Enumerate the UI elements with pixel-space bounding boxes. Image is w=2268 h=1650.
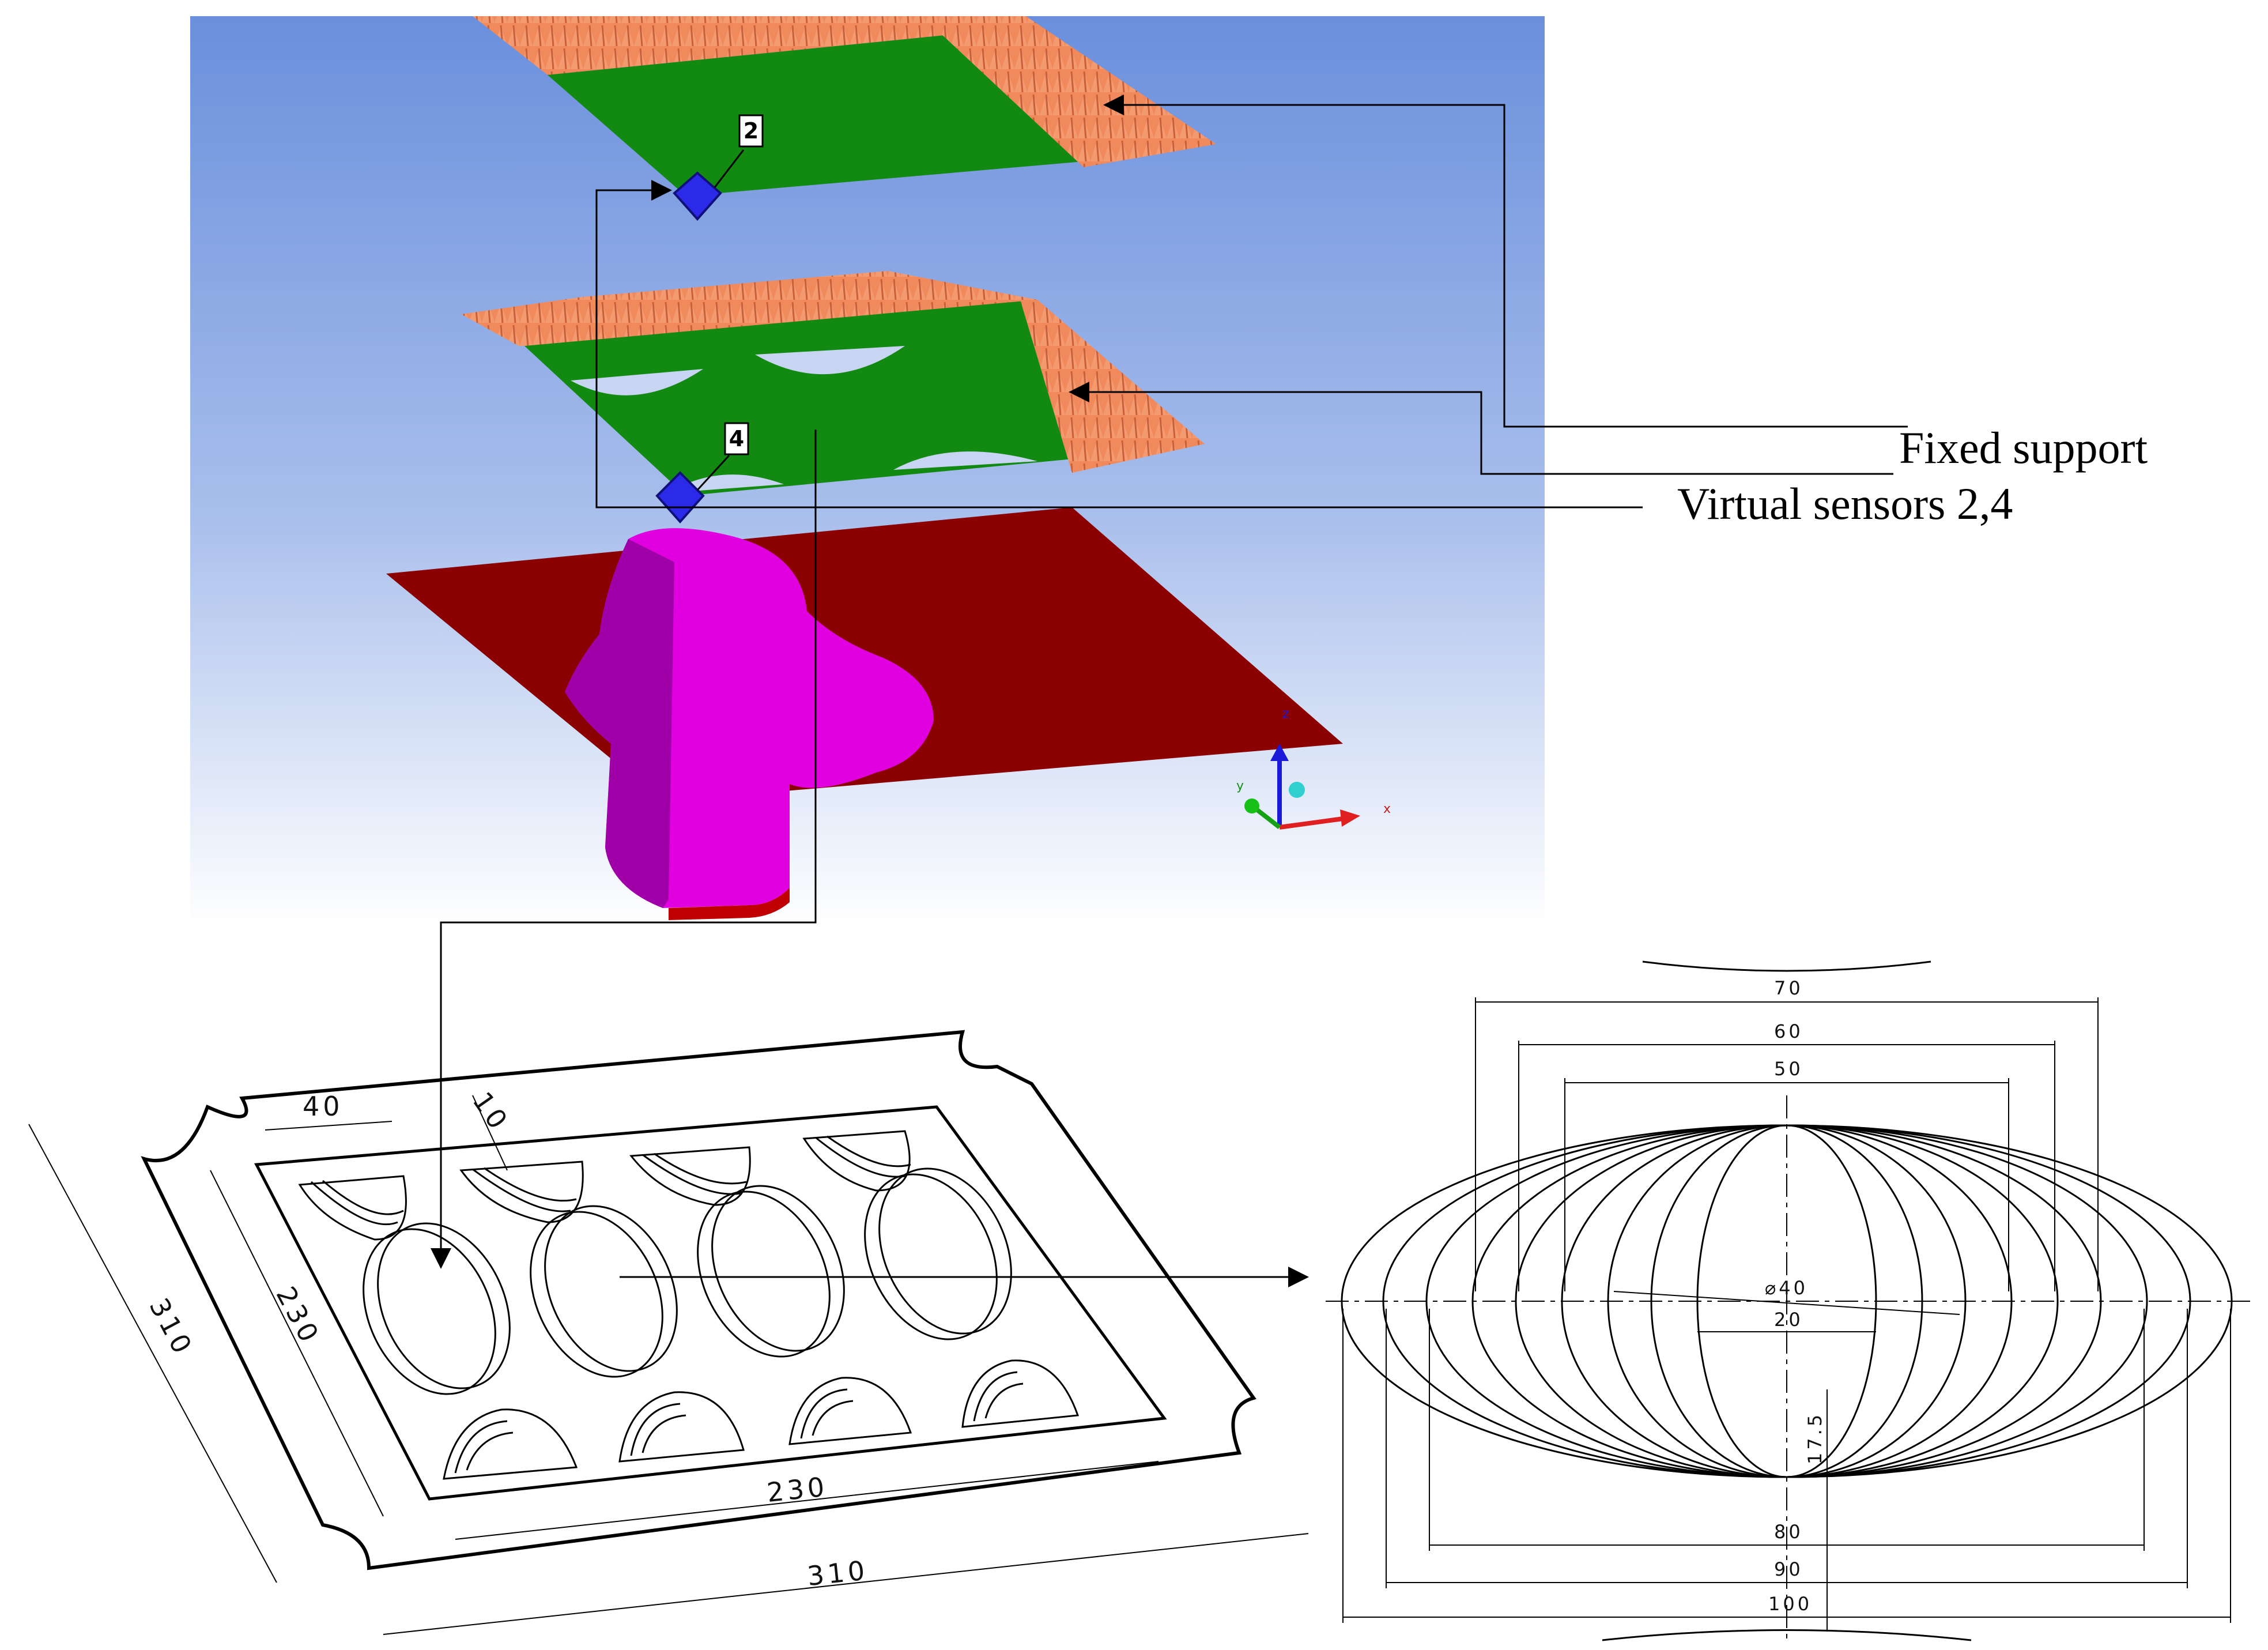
sensor-2[interactable]: 2 xyxy=(673,114,764,221)
fixed-support-leader-middle xyxy=(1069,382,1893,475)
x-axis-label: x xyxy=(1383,802,1391,816)
pocket xyxy=(878,1167,1012,1335)
cutout-3 xyxy=(669,474,784,493)
pocket xyxy=(788,1377,912,1445)
dim-line-40 xyxy=(1613,1291,1960,1315)
cutout-1 xyxy=(571,369,703,395)
pocket xyxy=(443,1408,578,1480)
upper-support-top xyxy=(519,16,951,75)
z-axis-arrow xyxy=(1270,744,1289,761)
pocket xyxy=(530,1211,663,1378)
dim-100: 100 xyxy=(1768,1593,1812,1615)
z-axis-label: z xyxy=(1282,707,1289,721)
pocket xyxy=(377,1222,511,1389)
plate-dimension-lines xyxy=(28,1095,1309,1635)
bottom-arc-fragment xyxy=(1602,1629,1972,1641)
sensor-2-leader xyxy=(714,149,745,188)
pocket xyxy=(961,1359,1080,1428)
dim-line xyxy=(455,1461,1159,1540)
workpiece-side xyxy=(565,539,674,908)
pocket xyxy=(544,1205,678,1372)
dim-line xyxy=(210,1170,384,1517)
dim-230-horizontal: 230 xyxy=(765,1471,829,1508)
dim-40: 40 xyxy=(303,1091,344,1122)
ellipse-dimension-lines xyxy=(1326,997,2254,1643)
pocket xyxy=(310,1180,404,1226)
x-axis-arrow xyxy=(1340,809,1360,827)
dim-line xyxy=(383,1533,1309,1635)
pocket xyxy=(363,1228,496,1395)
dim-80: 80 xyxy=(1774,1521,1803,1543)
pocket xyxy=(454,1420,514,1474)
pocket xyxy=(864,1173,998,1340)
middle-support-right xyxy=(888,271,1205,473)
pocket xyxy=(298,1175,407,1241)
upper-plate xyxy=(548,35,1084,196)
dim-70: 70 xyxy=(1774,977,1803,999)
pocket-grid xyxy=(298,1130,1080,1480)
sensor-2-tag xyxy=(738,114,764,148)
pocket xyxy=(802,1130,911,1192)
callout-leaders xyxy=(431,95,1908,1287)
y-axis-label: y xyxy=(1236,779,1244,793)
middle-plate-assembly xyxy=(461,271,1205,496)
cutout-4 xyxy=(893,451,1037,470)
dim-17-5: 17.5 xyxy=(1804,1412,1826,1464)
pocket xyxy=(973,1371,1024,1422)
fixed-support-leader-upper xyxy=(1103,95,1908,428)
dim-diameter-40: ⌀40 xyxy=(1765,1277,1808,1299)
origin-marker xyxy=(1289,782,1305,798)
x-axis-line xyxy=(1279,816,1344,830)
y-axis-line xyxy=(1252,805,1281,830)
workpiece-edge xyxy=(669,888,790,920)
pocket xyxy=(459,1161,584,1223)
upper-plate-assembly xyxy=(473,16,1216,196)
virtual-sensors-leader xyxy=(595,180,1643,508)
fixed-support-label: Fixed support xyxy=(1899,423,2148,473)
virtual-sensors-label: Virtual sensors 2,4 xyxy=(1677,479,2013,529)
sensor-4-label: 4 xyxy=(729,426,744,451)
inner-frame xyxy=(254,1105,1167,1501)
top-arc-fragment xyxy=(1642,960,1931,972)
dim-20: 20 xyxy=(1774,1309,1803,1331)
pocket xyxy=(711,1185,845,1352)
pocket xyxy=(642,1152,747,1195)
plate-outline xyxy=(141,1030,1256,1570)
pocket xyxy=(618,1391,745,1463)
pocket xyxy=(697,1191,831,1358)
axis-triad: x y z xyxy=(1236,707,1391,830)
dim-310-horizontal: 310 xyxy=(806,1554,870,1592)
sensor-2-label: 2 xyxy=(744,118,758,144)
middle-plate xyxy=(524,300,1170,496)
cutout-2 xyxy=(755,346,905,375)
y-axis-dot xyxy=(1244,798,1259,813)
dim-line xyxy=(472,1095,508,1171)
pocket xyxy=(815,1135,911,1178)
sensor-4-marker xyxy=(655,471,705,524)
plate-to-drawing-leader xyxy=(431,430,817,1269)
ellipse-drawing: 70 60 50 ⌀40 20 17.5 80 90 100 xyxy=(1326,960,2254,1643)
dim-90: 90 xyxy=(1774,1558,1803,1580)
dim-line xyxy=(28,1124,277,1583)
sensor-2-marker xyxy=(673,171,722,221)
workpiece xyxy=(565,528,934,920)
pocket xyxy=(800,1388,854,1439)
pocket xyxy=(630,1403,686,1456)
dim-10: 10 xyxy=(467,1086,516,1137)
dim-line xyxy=(265,1121,393,1131)
sensor-4-tag xyxy=(724,422,749,455)
sensor-4[interactable]: 4 xyxy=(655,422,749,524)
dim-60: 60 xyxy=(1774,1020,1803,1042)
pocket xyxy=(472,1167,577,1212)
dim-230-vertical: 230 xyxy=(270,1282,326,1350)
simulation-view: 2 4 x y z xyxy=(190,16,1545,927)
plate-drawing: 40 10 230 310 230 310 xyxy=(28,1030,1309,1635)
middle-support-top xyxy=(461,271,1037,346)
dim-50: 50 xyxy=(1774,1058,1803,1080)
sensor-4-leader xyxy=(696,454,730,491)
upper-support-right xyxy=(922,16,1216,167)
